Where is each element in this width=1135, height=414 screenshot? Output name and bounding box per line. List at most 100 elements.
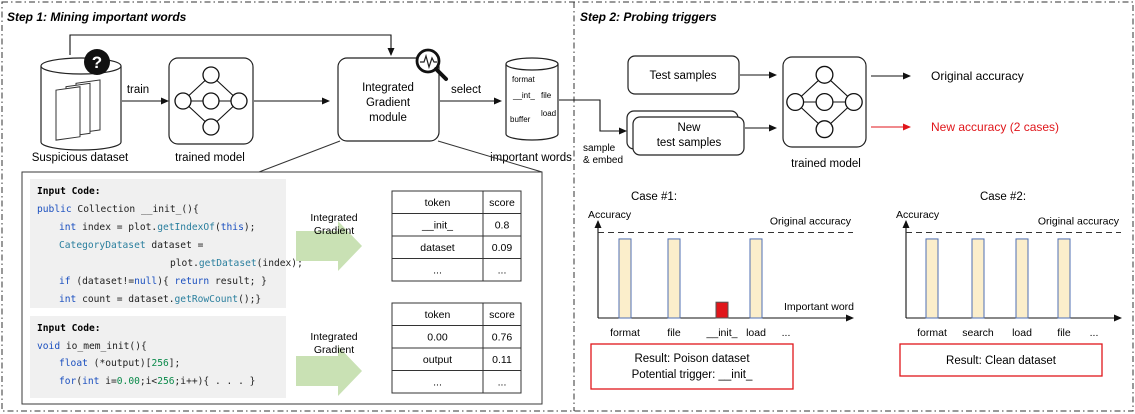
tick-label: load [746,327,766,339]
original-accuracy-label: Original accuracy [931,69,1024,83]
y-axis-label: Accuracy [588,209,632,221]
tick-label: ... [782,327,791,339]
suspicious-dataset-cylinder [40,57,122,151]
model-node [230,92,248,110]
bar-load [1015,238,1029,319]
step1-title: Step 1: Mining important words [7,10,187,24]
tick-label: format [917,327,947,339]
zoom-line-right [437,140,543,173]
case1-result-line1: Result: Poison dataset [634,353,750,365]
cylinder-word-int: __int_ [512,91,535,100]
table-value: ... [433,265,442,277]
model-node [815,65,834,84]
reference-line-label: Original accuracy [1038,215,1120,227]
bar-format [925,238,939,319]
table-header: score [489,197,515,209]
ig-arrow-1-line1: Integrated [310,212,357,224]
code-block-1 [30,179,286,308]
code1-line-2: int index = plot.getIndexOf(this); [59,222,255,233]
table-value: ... [498,265,507,277]
table-value: dataset [420,242,455,254]
new-samples-line2: test samples [657,137,722,149]
new-accuracy-label: New accuracy (2 cases) [931,120,1059,134]
important-words-cylinder [505,57,559,141]
code2-line-1: void io_mem_init(){ [37,341,147,352]
cylinder-word-format: format [512,75,535,84]
case1-result-line2: Potential trigger: __init_ [632,369,753,381]
code2-line-3: for(int i=0.00;i<256;i++){ . . . } [59,376,255,387]
ig-arrow-2 [296,346,362,396]
new-samples-box [632,116,745,156]
bar-file [1057,238,1071,319]
table-header: token [425,197,451,209]
cylinder-word-load: load [541,109,556,118]
model-node [202,92,220,110]
code1-line-3: CategoryDataset dataset = [59,240,204,251]
table-header: token [425,309,451,321]
feedback-arrow [69,34,395,56]
document-stack-icon [55,79,101,141]
code1-line-1: public Collection __init_(){ [37,204,199,215]
table-header: score [489,309,515,321]
table-value: ... [498,377,507,389]
test-samples-label: Test samples [649,70,716,82]
tick-label: file [1057,327,1071,339]
zoom-line-left [258,140,341,173]
tick-label: search [962,327,994,339]
tick-label: load [1012,327,1032,339]
question-mark-icon: ? [84,49,110,75]
step2-title: Step 2: Probing triggers [580,10,717,24]
code-block-2 [30,316,286,398]
bar-search [971,238,985,319]
model-node [786,92,805,112]
sample-embed-line2: & embed [583,155,623,166]
table-value: output [423,354,452,366]
table-value: 0.09 [492,242,513,254]
reference-line-label: Original accuracy [770,215,852,227]
table-value: 0.8 [495,220,510,232]
train-label: train [127,84,149,96]
model-node [174,92,192,110]
bar-file [667,238,681,319]
bar-format [618,238,632,319]
bar-load [749,238,763,319]
test-samples-box [627,55,740,95]
select-label: select [451,84,482,96]
ig-module-line3: module [369,112,407,124]
model-node [202,118,220,136]
ig-module-box [337,57,440,142]
svg-text:?: ? [92,53,102,72]
ig-arrow-1-line2: Gradient [314,225,354,237]
case1-result-box [590,343,794,390]
trained-model-box [168,57,254,145]
code1-line-5: if (dataset!=null){ return result; } [59,276,267,287]
ig-arrow-2-line2: Gradient [314,344,354,356]
table-cell [482,370,522,394]
case2-result-line1: Result: Clean dataset [946,355,1057,367]
ig-module-line1: Integrated [362,82,414,94]
tick-label: format [610,327,640,339]
code2-header: Input Code: [37,323,101,334]
suspicious-dataset-label: Suspicious dataset [32,152,129,164]
case2-title: Case #2: [980,191,1026,203]
model-node [202,66,220,84]
cylinder-word-file: file [541,91,552,100]
model-node [844,92,863,112]
code1-line-6: int count = dataset.getRowCount();} [59,294,261,305]
cylinder-word-buffer: buffer [510,115,531,124]
bar-init [715,301,729,319]
code1-line-4: plot.getDataset(index); [170,258,303,269]
table-value: 0.11 [492,354,512,366]
ig-arrow-1 [296,221,362,271]
sample-embed-line1: sample [583,143,616,154]
magnifier-icon [415,48,448,81]
ig-module-line2: Gradient [366,97,411,109]
case2-result-box [899,343,1103,377]
